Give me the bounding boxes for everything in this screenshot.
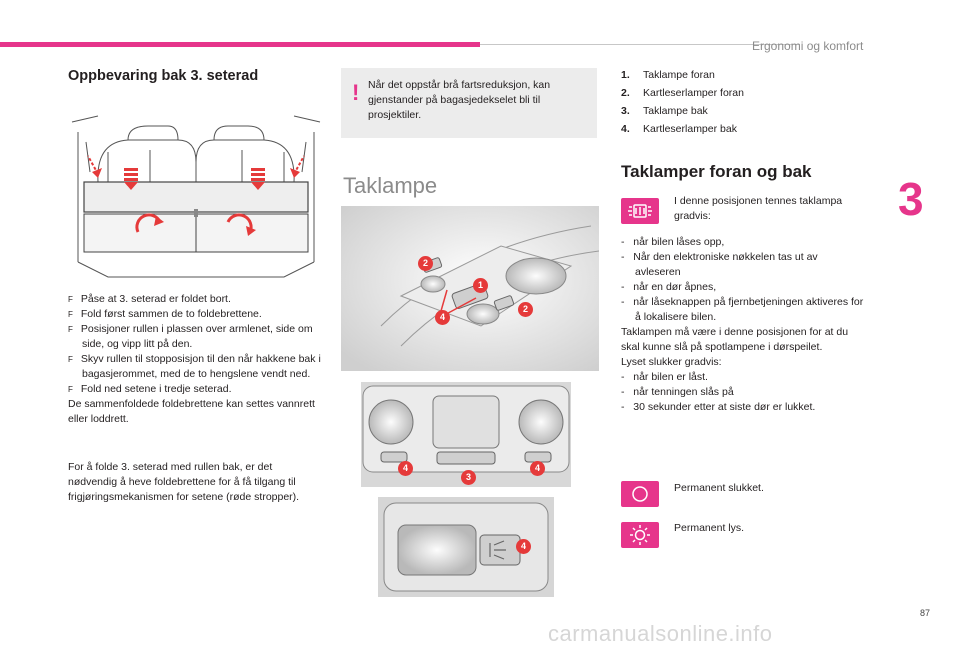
callout-badge: 4 <box>398 461 413 476</box>
paragraph: Taklampen må være i denne posisjonen for… <box>621 326 849 353</box>
warning-box <box>341 68 597 138</box>
callout-badge: 2 <box>418 256 433 271</box>
warning-text: Når det oppstår brå fartsreduksjon, kan … <box>368 79 551 121</box>
callout-badge: 4 <box>530 461 545 476</box>
paragraph: De sammenfoldede foldebrettene kan sette… <box>68 398 315 425</box>
legend-item: 4.Kartleserlamper bak <box>621 123 737 135</box>
callout-badge: 1 <box>473 278 488 293</box>
list-item: - 30 sekunder etter at siste dør er lukk… <box>621 401 816 413</box>
list-item: - når låseknappen på fjernbetjeningen ak… <box>621 296 864 323</box>
warning-icon: ! <box>352 80 360 105</box>
callout-badge: 3 <box>461 470 476 485</box>
map-lamp-illustration <box>378 497 554 597</box>
bullet-icon: F <box>68 385 73 394</box>
heading-taklampe: Taklampe <box>343 173 438 198</box>
chapter-number: 3 <box>898 173 924 225</box>
header-rule <box>480 44 800 45</box>
bullet-icon: F <box>68 310 73 319</box>
paragraph: Lyset slukker gradvis: <box>621 356 722 368</box>
numbered-legend: 1.Taklampe foran 2.Kartleserlamper foran… <box>621 69 744 141</box>
legend-item: 1.Taklampe foran <box>621 69 715 81</box>
legend-item: 2.Kartleserlamper foran <box>621 87 744 99</box>
callout-badge: 4 <box>435 310 450 325</box>
off-mode-icon <box>621 481 659 507</box>
watermark: carmanualsonline.info <box>548 621 773 646</box>
callout-badge: 2 <box>518 302 533 317</box>
paragraph: For å folde 3. seterad med rullen bak, e… <box>68 461 300 503</box>
on-mode-icon <box>621 522 659 548</box>
heading-storage: Oppbevaring bak 3. seterad <box>68 68 259 84</box>
bullet-icon: F <box>68 355 73 364</box>
page-number: 87 <box>920 608 931 618</box>
list-item: - når tenningen slås på <box>621 386 734 398</box>
front-console-illustration <box>341 206 599 371</box>
bullet-icon: F <box>68 295 73 304</box>
list-item: - når en dør åpnes, <box>621 281 717 293</box>
icon-description: Permanent slukket. <box>674 482 764 494</box>
section-title: Ergonomi og komfort <box>752 39 864 53</box>
callout-badge: 4 <box>516 539 531 554</box>
list-item: - når bilen er låst. <box>621 371 708 383</box>
bullet-icon: F <box>68 325 73 334</box>
list-item: - når bilen låses opp, <box>621 236 725 248</box>
legend-item: 3.Taklampe bak <box>621 105 708 117</box>
heading-taklamper: Taklamper foran og bak <box>621 162 812 181</box>
list-item: - Når den elektroniske nøkkelen tas ut a… <box>621 251 818 278</box>
cargo-area-illustration <box>68 112 324 282</box>
header-accent-bar <box>0 42 480 47</box>
door-mode-icon <box>621 198 659 224</box>
icon-description: I denne posisjonen tennes taklampa gradv… <box>674 195 843 222</box>
icon-description: Permanent lys. <box>674 522 745 534</box>
